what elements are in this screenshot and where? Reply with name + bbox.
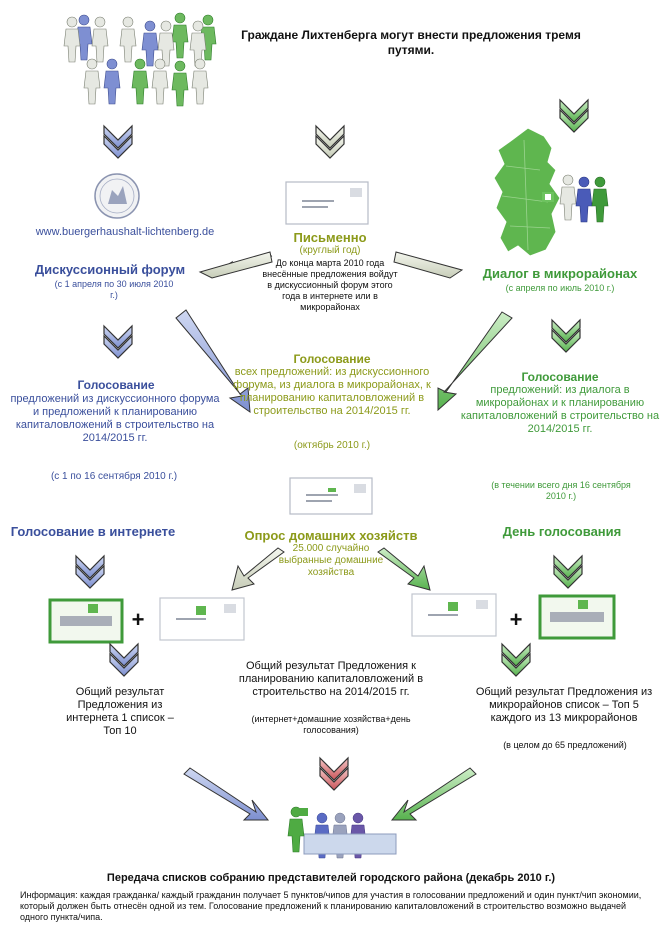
website-logo-icon: [94, 173, 140, 219]
page-title: Граждане Лихтенберга могут внести предло…: [241, 28, 581, 57]
right-vote-title: Голосование: [521, 370, 599, 384]
right-vote-dates: (в течении всего дня 16 сентября 2010 г.…: [491, 480, 631, 501]
district-dialog-dates: (с апреля по июль 2010 г.): [505, 283, 615, 293]
district-map-icon: [493, 127, 561, 257]
written-subtitle: (круглый год): [299, 245, 361, 256]
flow-arrows: [75, 99, 589, 821]
survey-envelope-icon: [289, 477, 373, 515]
household-survey-text: 25.000 случайно выбранные домашние хозяй…: [278, 543, 384, 578]
polling-day-ballot-icon: [538, 594, 616, 640]
discussion-forum-dates: (с 1 апреля по 30 июля 2010 г.): [54, 279, 174, 300]
left-vote-text: предложений из дискуссионного форума и п…: [10, 393, 220, 444]
left-plus-sign: +: [131, 607, 145, 632]
left-household-envelope-icon: [159, 597, 245, 641]
right-plus-sign: +: [509, 607, 523, 632]
district-result-text: Общий результат Предложения из микрорайо…: [475, 686, 653, 724]
left-vote-title: Голосование: [77, 378, 155, 392]
transfer-statement: Передача списков собранию представителей…: [106, 872, 556, 884]
left-vote-dates: (с 1 по 16 сентября 2010 г.): [50, 471, 178, 482]
district-dialog-title: Диалог в микрорайонах: [482, 266, 638, 281]
right-household-envelope-icon: [411, 593, 497, 637]
internet-vote-title: Голосование в интернете: [10, 524, 176, 539]
written-title: Письменно: [293, 230, 367, 245]
district-result-sub: (в целом до 65 предложений): [503, 740, 627, 750]
written-description: До конца марта 2010 года внесённые предл…: [262, 258, 398, 312]
household-survey-title: Опрос домашних хозяйств: [244, 528, 418, 543]
center-vote-text: всех предложений: из дискуссионного фору…: [233, 366, 431, 417]
center-vote-title: Голосование: [293, 352, 371, 366]
overall-result-sub: (интернет+домашние хозяйства+день голосо…: [251, 714, 411, 735]
citizens-crowd-icon: [63, 12, 217, 107]
right-vote-text: предложений: из диалога в микрорайонах и…: [460, 384, 660, 435]
district-assembly-icon: [287, 806, 397, 859]
internet-ballot-icon: [48, 598, 124, 644]
info-note: Информация: каждая гражданка/ каждый гра…: [20, 890, 642, 922]
internet-result-text: Общий результат Предложения из интернета…: [66, 686, 174, 737]
center-vote-dates: (октябрь 2010 г.): [293, 440, 371, 451]
letter-envelope-icon: [285, 181, 369, 225]
polling-day-title: День голосования: [502, 524, 622, 539]
website-link[interactable]: www.buergerhaushalt-lichtenberg.de: [35, 226, 215, 238]
overall-result-text: Общий результат Предложения к планирован…: [238, 660, 424, 698]
residents-group-icon: [542, 174, 609, 223]
discussion-forum-title: Дискуссионный форум: [34, 262, 186, 277]
